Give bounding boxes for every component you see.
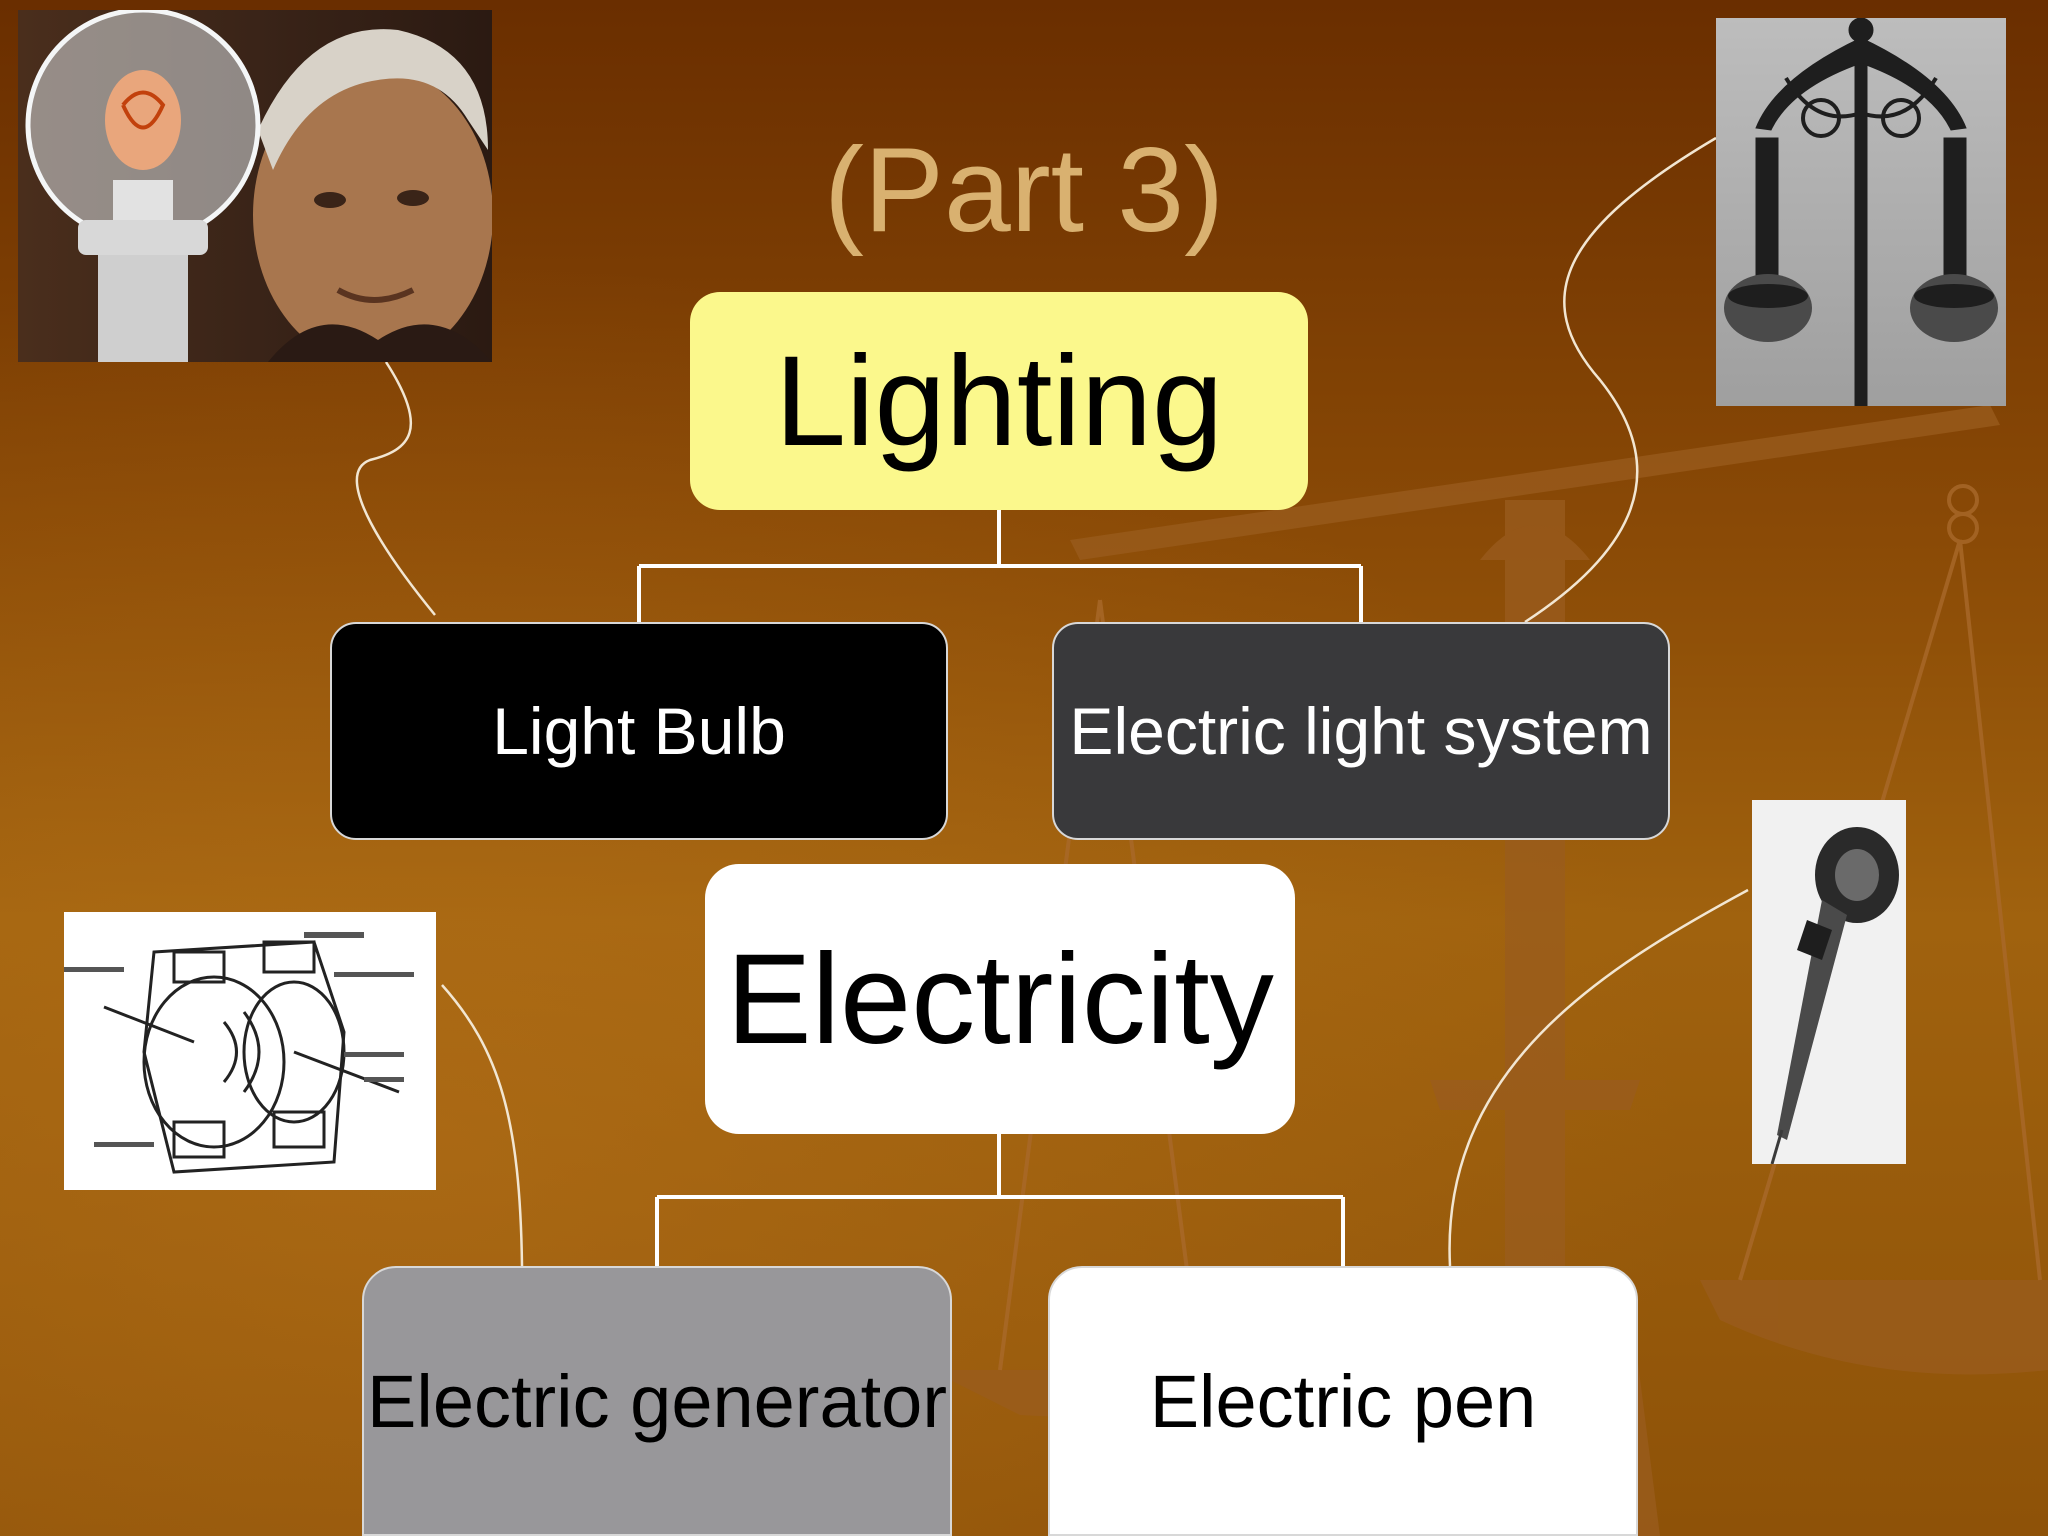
electric-light-system-box: Electric light system [1052, 622, 1670, 840]
light-bulb-box: Light Bulb [330, 622, 948, 840]
leader-line-pen [1448, 888, 1749, 1267]
generator-diagram-drawing [64, 912, 436, 1190]
electricity-box: Electricity [705, 864, 1295, 1134]
electric-generator-box: Electric generator [362, 1266, 952, 1536]
slide-title: (Part 3) [823, 123, 1225, 257]
leader-line-lamppost [1524, 136, 1717, 624]
photo-ornate-street-lamp [1716, 18, 2006, 406]
electric-pen-box: Electric pen [1048, 1266, 1638, 1536]
lighting-box: Lighting [690, 292, 1308, 510]
leader-line-generator [441, 984, 524, 1267]
leader-line-edison [355, 361, 436, 616]
photo-edison-with-light-bulb [18, 10, 492, 362]
photo-electric-pen [1752, 800, 1906, 1164]
